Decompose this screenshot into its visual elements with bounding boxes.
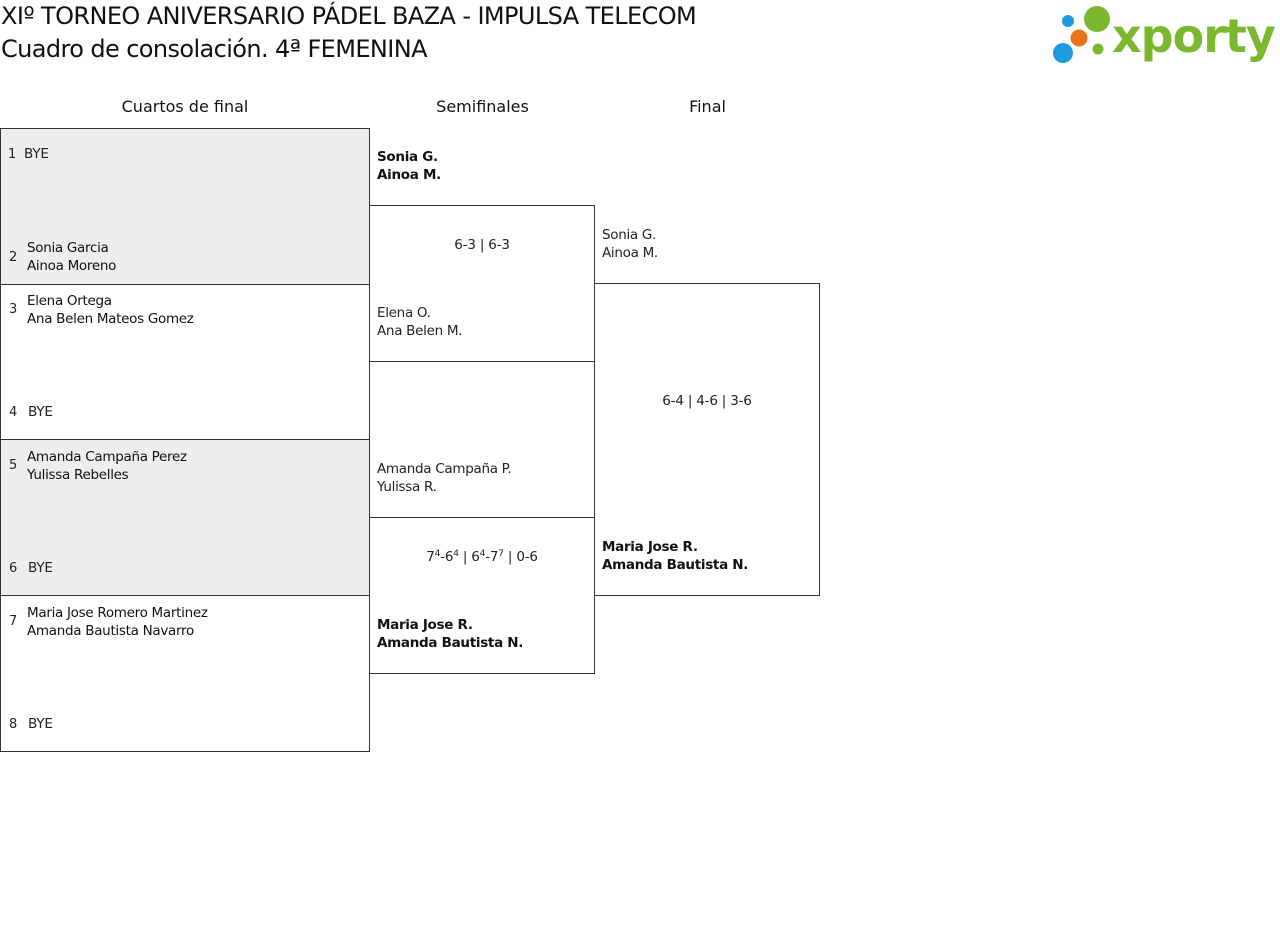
player-name: Ana Belen M.	[377, 323, 463, 339]
player-name: Ana Belen Mateos Gomez	[27, 311, 194, 327]
match-score: 74-64 | 64-77 | 0-6	[426, 549, 538, 565]
seed-number: 6	[9, 561, 18, 576]
tournament-title: XIº TORNEO ANIVERSARIO PÁDEL BAZA - IMPU…	[1, 2, 697, 30]
sf2-top-team[interactable]: Amanda Campaña P. Yulissa R.	[377, 460, 512, 496]
player-name: Elena O.	[377, 305, 431, 321]
seed-number: 3	[9, 302, 18, 317]
player-name: Amanda Campaña Perez	[27, 449, 187, 465]
team-entry[interactable]: Sonia Garcia Ainoa Moreno	[27, 239, 116, 275]
player-name: Ainoa M.	[602, 245, 658, 261]
player-name: Sonia G.	[377, 149, 438, 165]
player-name: Amanda Campaña P.	[377, 461, 512, 477]
round-header-semifinals: Semifinales	[436, 97, 529, 116]
draw-subtitle: Cuadro de consolación. 4ª FEMENINA	[1, 35, 428, 63]
seed-number: 2	[9, 250, 18, 265]
seed-number: 5	[9, 458, 18, 473]
player-name: Amanda Bautista N.	[377, 635, 524, 651]
player-name: Elena Ortega	[27, 293, 112, 309]
team-entry[interactable]: Amanda Campaña Perez Yulissa Rebelles	[27, 448, 187, 484]
logo-dot-blue-top	[1062, 15, 1074, 27]
seed-number: 4	[9, 405, 18, 420]
seed-number: 8	[9, 717, 18, 732]
seed-number: 1	[8, 147, 17, 162]
bye-label: BYE	[24, 146, 49, 162]
match-score: 6-4 | 4-6 | 3-6	[662, 393, 752, 409]
team-entry[interactable]: Maria Jose Romero Martinez Amanda Bautis…	[27, 604, 208, 640]
round-header-quarterfinals: Cuartos de final	[121, 97, 249, 116]
final-top-team[interactable]: Sonia G. Ainoa M.	[602, 226, 658, 262]
player-name: Ainoa Moreno	[27, 258, 117, 274]
logo-dot-orange	[1070, 29, 1088, 47]
player-name: Yulissa R.	[377, 479, 437, 495]
player-name: Yulissa Rebelles	[27, 467, 129, 483]
sf1-top-team[interactable]: Sonia G. Ainoa M.	[377, 148, 441, 184]
player-name: Amanda Bautista Navarro	[27, 623, 194, 639]
set-score: 64-77	[471, 549, 504, 565]
player-name: Ainoa M.	[377, 167, 441, 183]
logo-dot-blue-bottom	[1053, 43, 1073, 63]
player-name: Sonia G.	[602, 227, 657, 243]
logo-dot-green-big	[1084, 6, 1110, 32]
bye-label: BYE	[28, 560, 53, 576]
match-score: 6-3 | 6-3	[454, 237, 510, 253]
bye-label: BYE	[28, 404, 53, 420]
final-bottom-team[interactable]: Maria Jose R. Amanda Bautista N.	[602, 538, 748, 574]
qf-match-1: 1 BYE 2 Sonia Garcia Ainoa Moreno	[0, 128, 370, 285]
qf-match-3: 5 Amanda Campaña Perez Yulissa Rebelles …	[0, 440, 370, 596]
sf-match-1: 6-3 | 6-3 Elena O. Ana Belen M.	[369, 205, 595, 362]
player-name: Maria Jose R.	[377, 617, 473, 633]
team-entry[interactable]: Elena Ortega Ana Belen Mateos Gomez	[27, 292, 194, 328]
seed-number: 7	[9, 614, 18, 629]
sf-match-2: 74-64 | 64-77 | 0-6 Maria Jose R. Amanda…	[369, 517, 595, 674]
player-name: Maria Jose Romero Martinez	[27, 605, 208, 621]
set-score: 74-64	[426, 549, 459, 565]
sf2-bottom-team[interactable]: Maria Jose R. Amanda Bautista N.	[377, 616, 523, 652]
logo-wordmark: xporty	[1112, 9, 1276, 63]
set-score: 0-6	[516, 549, 538, 565]
xporty-logo[interactable]: xporty	[1050, 4, 1276, 66]
player-name: Sonia Garcia	[27, 240, 109, 256]
player-name: Maria Jose R.	[602, 539, 698, 555]
player-name: Amanda Bautista N.	[602, 557, 749, 573]
bye-label: BYE	[28, 716, 53, 732]
final-match: 6-4 | 4-6 | 3-6 Maria Jose R. Amanda Bau…	[594, 283, 820, 596]
qf-match-2: 3 Elena Ortega Ana Belen Mateos Gomez 4 …	[0, 284, 370, 440]
logo-dot-green-small	[1092, 43, 1104, 55]
round-header-final: Final	[689, 97, 726, 116]
qf-match-4: 7 Maria Jose Romero Martinez Amanda Baut…	[0, 596, 370, 752]
sf1-bottom-team[interactable]: Elena O. Ana Belen M.	[377, 304, 462, 340]
